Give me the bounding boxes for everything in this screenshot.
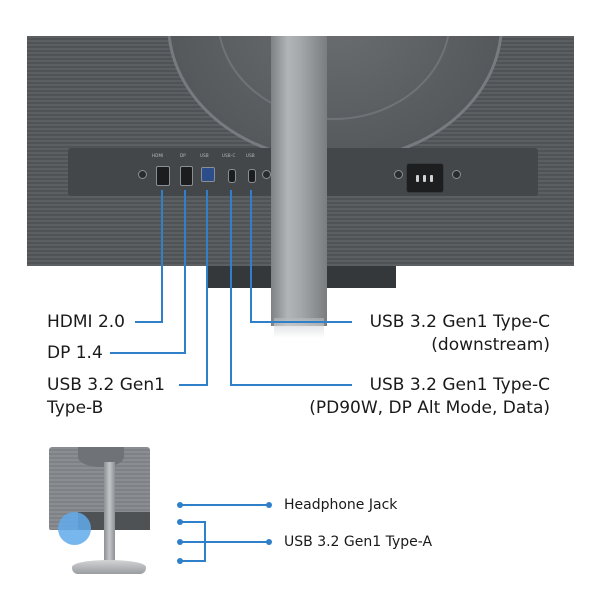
usb-b-label-line1: USB 3.2 Gen1 <box>47 375 165 395</box>
usb-c-down-leader-line <box>250 321 352 323</box>
stand-base-reflection <box>274 318 324 338</box>
usb-c-port-icon <box>248 169 256 183</box>
mini-monitor-base <box>72 560 146 574</box>
usb-c-pd-leader-line <box>230 190 232 386</box>
dp-leader-line <box>184 190 186 354</box>
displayport-icon <box>180 166 193 186</box>
dp-leader-line <box>110 352 186 354</box>
dp-label: DP 1.4 <box>47 343 103 363</box>
usb-b-label-line2: Type-B <box>47 398 104 418</box>
side-port-highlight <box>58 512 91 545</box>
usb-a-leader-line <box>204 541 268 543</box>
screw-icon <box>138 170 147 179</box>
headphone-dot-icon <box>266 502 272 508</box>
usb-c-pd-label-line2: (PD90W, DP Alt Mode, Data) <box>309 398 550 418</box>
hdmi-leader-line <box>161 190 163 323</box>
usb-c-down-leader-line <box>250 190 252 323</box>
mini-monitor-disc <box>78 447 124 467</box>
headphone-leader-line <box>180 504 268 506</box>
usb-c-pd-label-line1: USB 3.2 Gen1 Type-C <box>369 375 550 395</box>
usb-a-dot-icon <box>266 539 272 545</box>
screw-icon <box>452 170 461 179</box>
usb-b-leader-line <box>179 384 208 386</box>
dp-silk-label: DP <box>180 153 186 158</box>
headphone-jack-label: Headphone Jack <box>284 497 398 513</box>
usb-c-pd-leader-line <box>230 384 352 386</box>
hdmi-silk-label: HDMI <box>152 153 164 158</box>
usb-a-leader-line <box>180 541 206 543</box>
hdmi-leader-line <box>135 321 163 323</box>
hdmi-port-icon <box>156 166 170 186</box>
screw-icon <box>262 170 271 179</box>
usb-c-down-silk-label: USB <box>246 153 255 158</box>
usb-a-leader-line <box>180 521 206 523</box>
usb-b-port-icon <box>201 167 215 182</box>
usb-b-silk-label: USB <box>200 153 209 158</box>
stand-column <box>271 36 327 326</box>
usb-c-down-label-line2: (downstream) <box>431 335 550 355</box>
usb-c-down-label-line1: USB 3.2 Gen1 Type-C <box>369 312 550 332</box>
power-socket-icon <box>406 163 444 193</box>
hdmi-label: HDMI 2.0 <box>47 312 125 332</box>
usb-c-silk-label: USB-C <box>222 153 236 158</box>
usb-b-leader-line <box>206 190 208 386</box>
screw-icon <box>394 170 403 179</box>
usb-c-port-icon <box>228 169 236 183</box>
usb-a-label: USB 3.2 Gen1 Type-A <box>284 534 433 550</box>
mini-monitor-stand <box>104 462 115 572</box>
usb-a-leader-line <box>180 560 206 562</box>
